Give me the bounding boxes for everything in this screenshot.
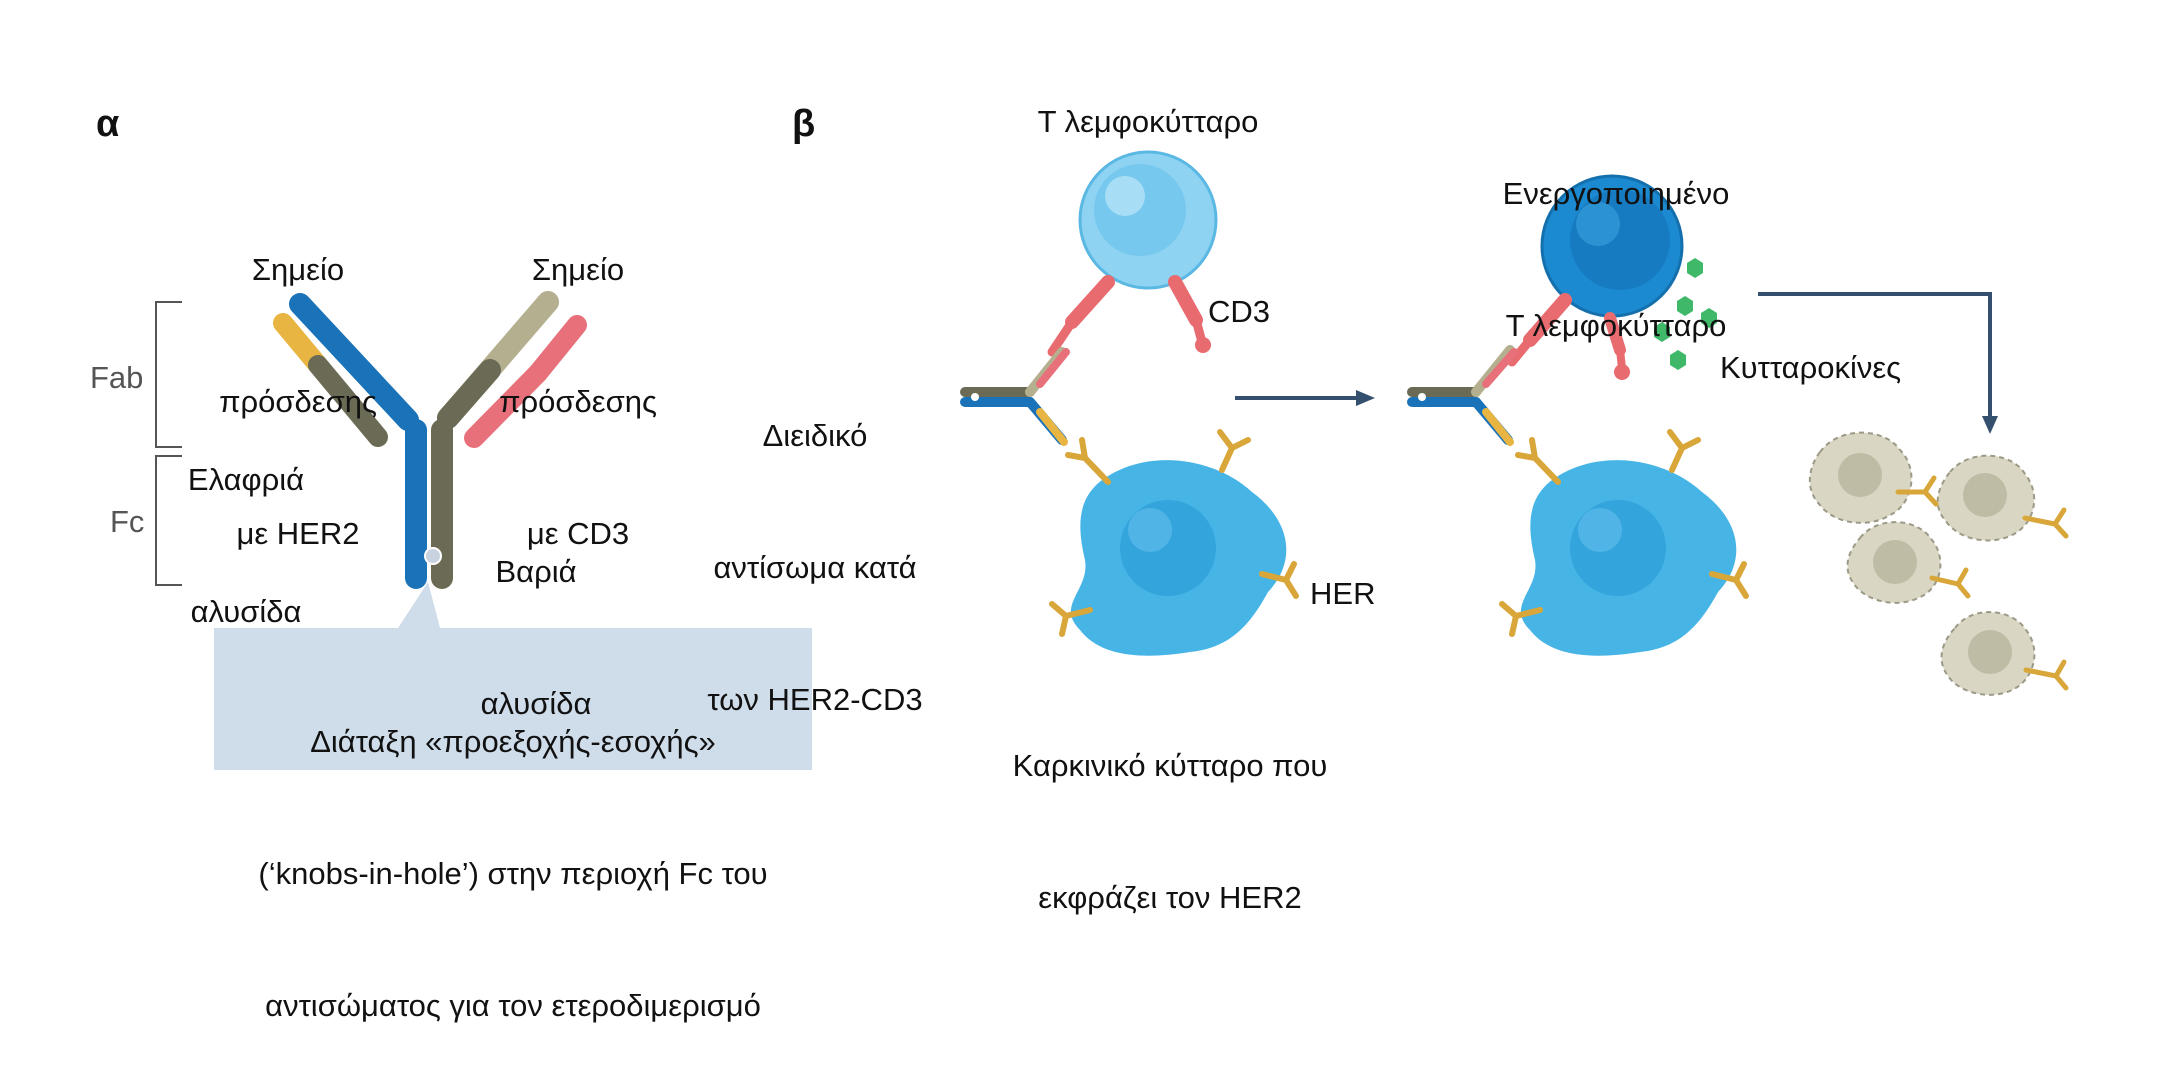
her2-binding-site-label: Σημείο πρόσδεσης με HER2	[198, 160, 398, 600]
panel-b-letter: β	[792, 103, 816, 145]
bispecific-antibody-label: Διειδικό αντίσωμα κατά των HER2-CD3	[690, 326, 940, 766]
cancer-cell-label: Καρκινικό κύτταρο που εκφράζει τον HER2	[980, 656, 1360, 964]
her2-site-line-2: πρόσδεσης	[219, 384, 377, 419]
callout-box	[214, 628, 812, 770]
antibody-line-3: των HER2-CD3	[707, 682, 923, 717]
cd3-site-line-1: Σημείο	[531, 252, 625, 287]
activated-t-cell-line-2: Τ λεμφοκύτταρο	[1505, 308, 1727, 343]
light-chain-line-1: Ελαφριά	[187, 462, 305, 497]
fc-bracket	[155, 455, 182, 586]
heavy-chain-line-1: Βαριά	[495, 554, 577, 589]
cytokines-label: Κυτταροκίνες	[1720, 350, 1902, 385]
callout-line-2: (‘knobs-in-hole’) στην περιοχή Fc του	[258, 856, 768, 891]
panel-a-letter: α	[96, 103, 120, 145]
knob-in-hole-marker	[424, 547, 442, 565]
activated-t-cell	[1540, 174, 1684, 318]
her-receptors-2	[1499, 429, 1749, 637]
callout-line-3: αντισώματος για τον ετεροδιμερισμό	[265, 988, 761, 1023]
antibody-right-arm	[437, 291, 587, 448]
t-cell	[1078, 150, 1218, 290]
antibody-left-arm	[273, 293, 419, 447]
t-cell-label: Τ λεμφοκύτταρο	[1037, 104, 1259, 139]
figure: α Σημείο πρόσδεσης με HER2 Σημείο πρόσδε…	[90, 84, 2069, 1023]
her2-site-line-1: Σημείο	[251, 252, 345, 287]
light-chain-line-2: αλυσίδα	[190, 594, 302, 629]
cancer-cell-line-1: Καρκινικό κύτταρο που	[1012, 748, 1328, 783]
process-arrow-1	[1235, 390, 1375, 406]
cancer-cell-2	[1520, 460, 1737, 656]
cd3-binding-site-label: Σημείο πρόσδεσης με CD3	[478, 160, 678, 600]
dead-cell-receptors	[1895, 475, 2069, 691]
antibody-line-2: αντίσωμα κατά	[713, 550, 917, 585]
antibody-line-1: Διειδικό	[762, 418, 868, 453]
fab-bracket	[155, 301, 182, 448]
her-receptors	[1049, 429, 1299, 637]
cd3-site-line-3: με CD3	[526, 516, 630, 551]
bispecific-antibody-2	[1407, 345, 1518, 446]
activated-cd3-receptors	[1507, 293, 1630, 380]
activated-t-cell-line-1: Ενεργοποιημένο	[1502, 176, 1730, 211]
activated-t-cell-label: Ενεργοποιημένο Τ λεμφοκύτταρο	[1466, 84, 1766, 392]
dead-cell-nuclei	[1838, 453, 2012, 674]
callout-pointer	[398, 582, 440, 628]
her-label: HER	[1310, 576, 1376, 611]
antibody-stem	[405, 419, 453, 589]
callout-line-1: Διάταξη «προεξοχής-εσοχής»	[310, 724, 716, 759]
cd3-label: CD3	[1208, 294, 1271, 329]
cancer-cell-line-2: εκφράζει τον HER2	[1038, 880, 1302, 915]
cytokine-molecules	[1654, 258, 1717, 370]
diagram-canvas	[155, 150, 2069, 770]
cancer-cell	[1070, 460, 1287, 656]
bispecific-antibody-1	[960, 347, 1070, 446]
fc-label: Fc	[110, 504, 145, 539]
process-arrow-2	[1758, 292, 1998, 434]
cd3-site-line-2: πρόσδεσης	[499, 384, 657, 419]
fab-label: Fab	[90, 360, 144, 395]
light-chain-label: Ελαφριά αλυσίδα	[166, 370, 326, 678]
her2-site-line-3: με HER2	[236, 516, 360, 551]
heavy-chain-line-2: αλυσίδα	[480, 686, 592, 721]
cd3-receptors	[1047, 275, 1211, 357]
heavy-chain-label: Βαριά αλυσίδα	[456, 462, 616, 770]
